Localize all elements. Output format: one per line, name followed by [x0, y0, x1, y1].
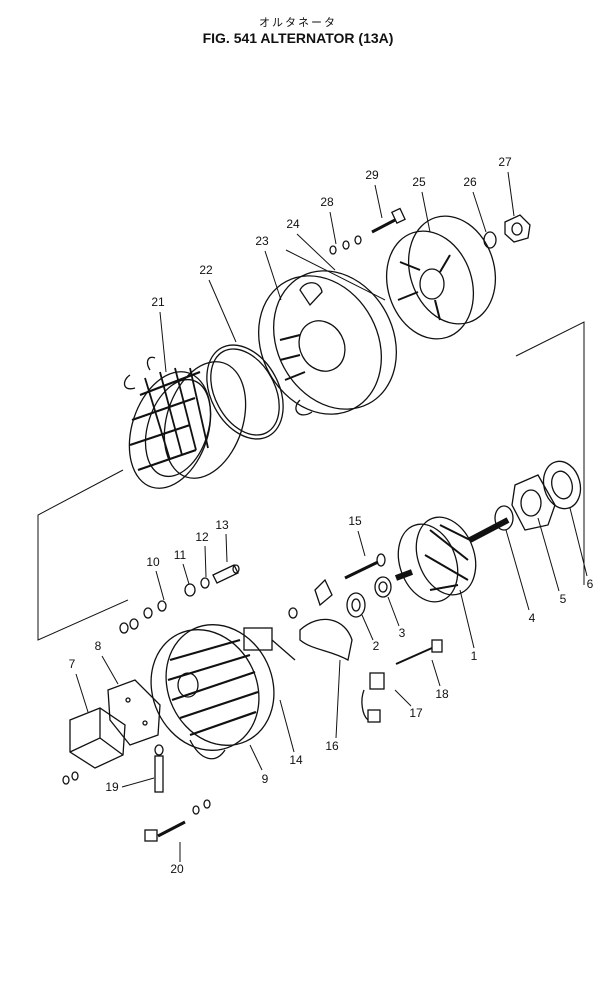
nut-27-part — [504, 214, 531, 243]
callout-7: 7 — [69, 657, 76, 671]
nuts-10-part — [119, 600, 167, 634]
callout-28: 28 — [320, 195, 334, 209]
callout-1: 1 — [471, 649, 478, 663]
regulator-7-part — [69, 707, 126, 769]
leader-line-1 — [459, 589, 475, 649]
leader-line-27 — [507, 171, 515, 217]
leader-line-26 — [472, 191, 487, 233]
callout-20: 20 — [170, 862, 184, 876]
callout-15: 15 — [348, 514, 362, 528]
leader-line-23 — [264, 250, 282, 301]
bolt-18-part — [395, 639, 443, 665]
bearing-6-part — [542, 460, 582, 510]
callout-9: 9 — [262, 772, 269, 786]
washer-26-part — [483, 231, 497, 249]
leader-line-6 — [569, 507, 588, 577]
callout-2: 2 — [373, 639, 380, 653]
callout-26: 26 — [463, 175, 477, 189]
callout-25: 25 — [412, 175, 426, 189]
assembly-guide-lines — [37, 249, 585, 641]
title-japanese: オルタネータ — [259, 16, 337, 29]
collar-4-part — [494, 505, 514, 531]
leader-line-8 — [101, 655, 119, 685]
leader-line-22 — [208, 279, 237, 343]
callout-11: 11 — [174, 548, 187, 562]
callout-10: 10 — [146, 555, 160, 569]
callout-18: 18 — [435, 687, 449, 701]
rotor-part — [394, 516, 510, 603]
callout-16: 16 — [325, 739, 339, 753]
callout-12: 12 — [195, 530, 209, 544]
callout-24: 24 — [286, 217, 300, 231]
leader-line-4 — [505, 529, 530, 611]
rear-frame-9-part — [150, 624, 275, 760]
terminal-bolt-19-part — [154, 744, 164, 793]
washers-28-part — [329, 235, 362, 255]
leader-line-11 — [182, 563, 190, 585]
bearing-2-part — [346, 592, 366, 618]
leader-line-5 — [537, 517, 560, 592]
retainer-5-part — [511, 474, 556, 531]
front-frame-part — [257, 270, 398, 416]
callout-23: 23 — [255, 234, 269, 248]
callout-22: 22 — [199, 263, 213, 277]
small-washers-part — [62, 771, 211, 815]
bolt-29-part — [371, 207, 406, 234]
leader-line-14 — [279, 699, 295, 753]
callout-17: 17 — [409, 706, 423, 720]
leader-line-13 — [225, 533, 228, 563]
brush-holder-14-part — [243, 607, 298, 661]
bolt-15-part — [344, 553, 386, 580]
callout-27: 27 — [498, 155, 512, 169]
leader-line-12 — [204, 545, 207, 578]
leader-line-21 — [159, 311, 167, 373]
leader-line-17 — [394, 689, 412, 707]
callout-13: 13 — [215, 518, 229, 532]
gasket-8-part — [107, 679, 161, 746]
washer-12-part — [200, 577, 210, 589]
callout-3: 3 — [399, 626, 406, 640]
callout-21: 21 — [151, 295, 165, 309]
callout-14: 14 — [289, 753, 303, 767]
cover-16-part — [299, 578, 353, 662]
leader-line-28 — [329, 211, 337, 245]
terminal-17-part — [361, 672, 385, 723]
leader-line-19 — [121, 777, 155, 788]
leader-line-24 — [296, 233, 336, 271]
leader-line-2 — [361, 614, 374, 641]
leader-line-7 — [75, 673, 89, 713]
callout-4: 4 — [529, 611, 536, 625]
callout-8: 8 — [95, 639, 102, 653]
leader-line-3 — [387, 596, 400, 627]
leader-line-9 — [249, 744, 263, 771]
callout-19: 19 — [105, 780, 119, 794]
leader-line-15 — [357, 530, 366, 557]
callout-29: 29 — [365, 168, 379, 182]
insulator-13-part — [212, 564, 240, 584]
callout-6: 6 — [587, 577, 594, 591]
leader-line-10 — [155, 570, 165, 601]
leader-line-16 — [335, 659, 341, 739]
leader-line-25 — [421, 191, 431, 233]
pulley-part — [385, 215, 497, 340]
leader-line-18 — [431, 659, 441, 687]
spacer-3-part — [374, 576, 392, 598]
washer-11-part — [184, 583, 196, 597]
through-bolt-20-part — [144, 820, 186, 842]
leader-line-29 — [374, 184, 383, 219]
stator-part — [123, 356, 247, 489]
figure-title: FIG. 541 ALTERNATOR (13A) — [202, 30, 394, 46]
callout-5: 5 — [560, 592, 567, 606]
